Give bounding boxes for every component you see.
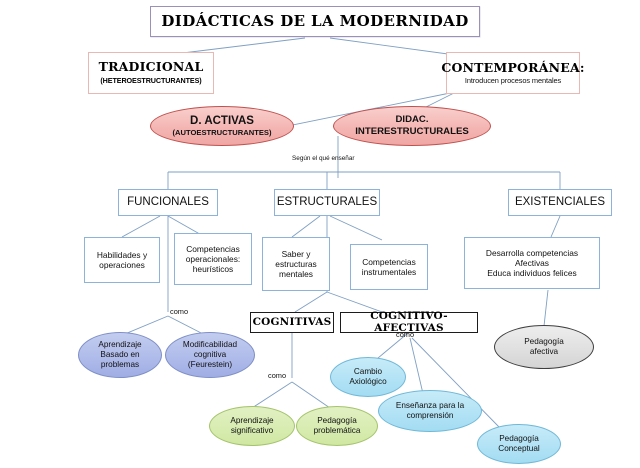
apb-line-2: Basado en bbox=[100, 350, 140, 359]
node-cognitivas: COGNITIVAS bbox=[250, 312, 334, 333]
node-aprendizaje-significativo: Aprendizaje significativo bbox=[209, 406, 295, 446]
mod-line-2: cognitiva bbox=[193, 350, 227, 359]
ec-line-2: comprensión bbox=[406, 411, 454, 420]
pp-line-2: problemática bbox=[313, 426, 361, 435]
node-didac-interestructurales: DIDAC. INTERESTRUCTURALES bbox=[333, 106, 491, 146]
edge-label-segun: Según el qué enseñar bbox=[292, 155, 355, 162]
tradicional-sublabel: (HETEROESTRUCTURANTES) bbox=[100, 76, 202, 86]
estructurales-label: ESTRUCTURALES bbox=[276, 196, 378, 209]
node-competencias-operacionales: Competencias operacionales: heurísticos bbox=[174, 233, 252, 285]
node-habilidades-operaciones: Habilidades y operaciones bbox=[84, 237, 160, 283]
node-pedagogia-conceptual: Pedagogía Conceptual bbox=[477, 424, 561, 464]
desarrolla-line-3: Educa individuos felices bbox=[487, 268, 577, 279]
node-d-activas: D. ACTIVAS (AUTOESTRUCTURANTES) bbox=[150, 106, 294, 146]
comp-oper-line-3: heurísticos bbox=[192, 264, 234, 275]
comp-instr-line-2: instrumentales bbox=[361, 267, 417, 277]
ca-line-1: Cambio bbox=[353, 367, 383, 376]
node-estructurales: ESTRUCTURALES bbox=[274, 189, 380, 216]
apb-line-3: problemas bbox=[100, 360, 140, 369]
node-competencias-instrumentales: Competencias instrumentales bbox=[350, 244, 428, 290]
edge-label-como-cognitivo-afectivas: como bbox=[396, 330, 415, 339]
node-cambio-axiologico: Cambio Axiológico bbox=[330, 357, 406, 397]
comp-oper-line-1: Competencias bbox=[186, 243, 240, 254]
node-funcionales: FUNCIONALES bbox=[118, 189, 218, 216]
apb-line-1: Aprendizaje bbox=[98, 340, 142, 349]
node-ensenanza-comprension: Enseñanza para la comprensión bbox=[378, 390, 482, 432]
interestructurales-label: INTERESTRUCTURALES bbox=[355, 125, 469, 137]
habilidades-line-2: operaciones bbox=[99, 260, 145, 270]
edge-label-como-cognitivas: como bbox=[268, 371, 287, 380]
didac-label: DIDAC. bbox=[395, 113, 429, 125]
node-desarrolla-competencias: Desarrolla competencias Afectivas Educa … bbox=[464, 237, 600, 289]
comp-instr-line-1: Competencias bbox=[362, 256, 416, 267]
cognitivas-label: COGNITIVAS bbox=[252, 315, 332, 328]
desarrolla-line-1: Desarrolla competencias bbox=[485, 247, 579, 258]
existenciales-label: EXISTENCIALES bbox=[514, 196, 606, 209]
saber-line-2: estructuras bbox=[275, 258, 317, 269]
saber-line-3: mentales bbox=[279, 269, 313, 280]
habilidades-line-1: Habilidades y bbox=[96, 249, 148, 260]
pa-line-2: afectiva bbox=[529, 347, 559, 356]
ca-line-2: Axiológico bbox=[349, 377, 387, 386]
funcionales-label: FUNCIONALES bbox=[127, 196, 209, 209]
node-cognitivo-afectivas: COGNITIVO-AFECTIVAS bbox=[340, 309, 478, 334]
node-contemporanea: CONTEMPORÁNEA: Introducen procesos menta… bbox=[441, 52, 584, 94]
node-aprendizaje-basado-problemas: Aprendizaje Basado en problemas bbox=[78, 332, 162, 378]
node-pedagogia-problematica: Pedagogía problemática bbox=[296, 406, 378, 446]
pp-line-1: Pedagogía bbox=[317, 416, 357, 425]
mod-line-1: Modificabilidad bbox=[182, 340, 238, 349]
pc-line-1: Pedagogía bbox=[499, 434, 539, 443]
edge-label-como-funcionales: como bbox=[170, 307, 189, 316]
contemporanea-label: CONTEMPORÁNEA: bbox=[441, 59, 585, 75]
cognitivo-afectivas-label: COGNITIVO-AFECTIVAS bbox=[370, 309, 448, 334]
node-pedagogia-afectiva: Pedagogía afectiva bbox=[494, 325, 594, 369]
contemporanea-sublabel: Introducen procesos mentales bbox=[464, 75, 562, 85]
ec-line-1: Enseñanza para la bbox=[395, 401, 465, 410]
d-activas-label: D. ACTIVAS bbox=[190, 114, 254, 127]
pc-line-2: Conceptual bbox=[498, 444, 540, 453]
aps-line-1: Aprendizaje bbox=[230, 416, 274, 425]
node-saber-estructuras-mentales: Saber y estructuras mentales bbox=[262, 237, 330, 291]
comp-oper-line-2: operacionales: bbox=[185, 253, 241, 264]
aps-line-2: significativo bbox=[230, 426, 274, 435]
desarrolla-line-2: Afectivas bbox=[515, 257, 549, 268]
node-tradicional: TRADICIONAL (HETEROESTRUCTURANTES) bbox=[88, 52, 214, 94]
mod-line-3: (Feurestein) bbox=[187, 360, 233, 369]
node-modificabilidad-cognitiva: Modificabilidad cognitiva (Feurestein) bbox=[165, 332, 255, 378]
tradicional-label: TRADICIONAL bbox=[98, 59, 204, 75]
title-box: DIDÁCTICAS DE LA MODERNIDAD bbox=[150, 6, 480, 37]
saber-line-1: Saber y bbox=[281, 248, 311, 259]
node-existenciales: EXISTENCIALES bbox=[508, 189, 612, 216]
page-title: DIDÁCTICAS DE LA MODERNIDAD bbox=[161, 12, 469, 31]
d-activas-sublabel: (AUTOESTRUCTURANTES) bbox=[172, 127, 272, 137]
pa-line-1: Pedagogía bbox=[524, 337, 564, 346]
